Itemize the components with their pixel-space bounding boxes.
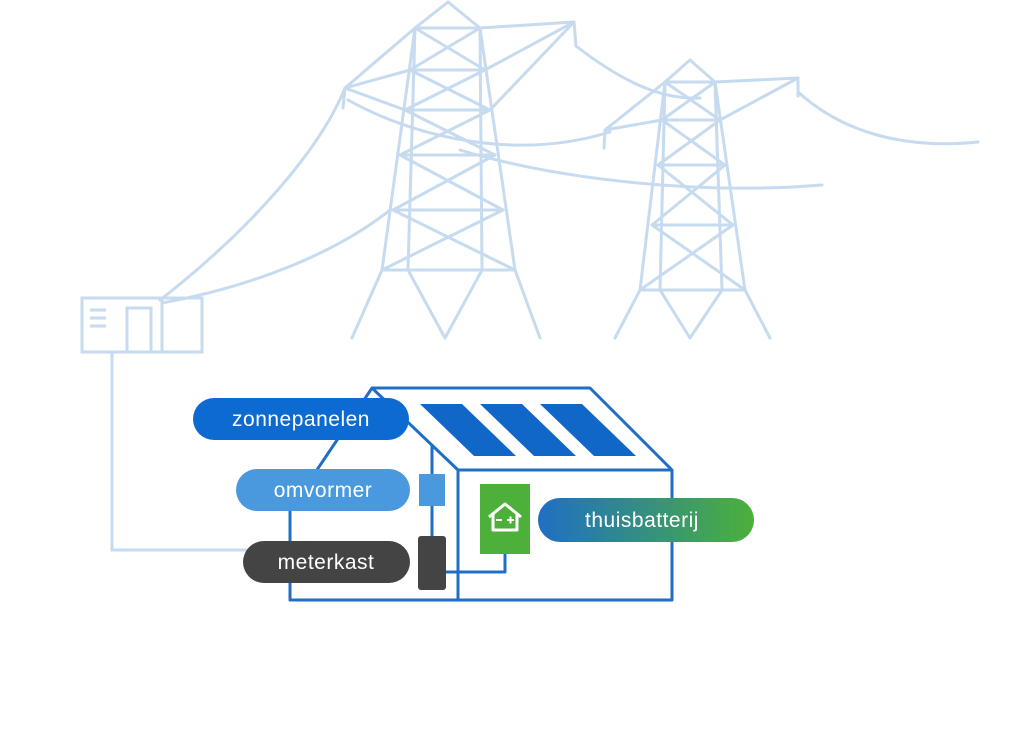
label-inverter-text: omvormer bbox=[274, 479, 373, 502]
power-lines bbox=[158, 44, 980, 305]
meter-box bbox=[418, 536, 446, 590]
label-meter-cabinet: meterkast bbox=[243, 541, 410, 583]
distribution-cabinet bbox=[80, 296, 204, 354]
solar-panels bbox=[420, 404, 636, 456]
solar-panel-1 bbox=[420, 404, 516, 456]
solar-panel-2 bbox=[480, 404, 576, 456]
label-solar-panels-text: zonnepanelen bbox=[232, 408, 370, 431]
power-line-span-1 bbox=[346, 98, 612, 147]
wire-battery bbox=[446, 550, 507, 574]
power-line-out bbox=[796, 90, 980, 146]
label-meter-cabinet-text: meterkast bbox=[278, 551, 375, 574]
power-line-span-2 bbox=[574, 44, 702, 100]
solar-panel-3 bbox=[540, 404, 636, 456]
home-battery-icon bbox=[488, 502, 522, 532]
pylon-right bbox=[602, 58, 800, 340]
battery-box bbox=[480, 484, 530, 554]
power-line-span-3 bbox=[458, 148, 824, 190]
label-solar-panels: zonnepanelen bbox=[193, 398, 409, 440]
power-line-upper bbox=[158, 86, 347, 302]
pylon-left bbox=[341, 0, 578, 340]
power-line-lower bbox=[160, 208, 392, 305]
label-home-battery-text: thuisbatterij bbox=[585, 509, 699, 532]
inverter-box bbox=[419, 474, 445, 506]
label-home-battery: thuisbatterij bbox=[538, 498, 754, 542]
label-inverter: omvormer bbox=[236, 469, 410, 511]
grid-connection-line bbox=[110, 352, 290, 552]
